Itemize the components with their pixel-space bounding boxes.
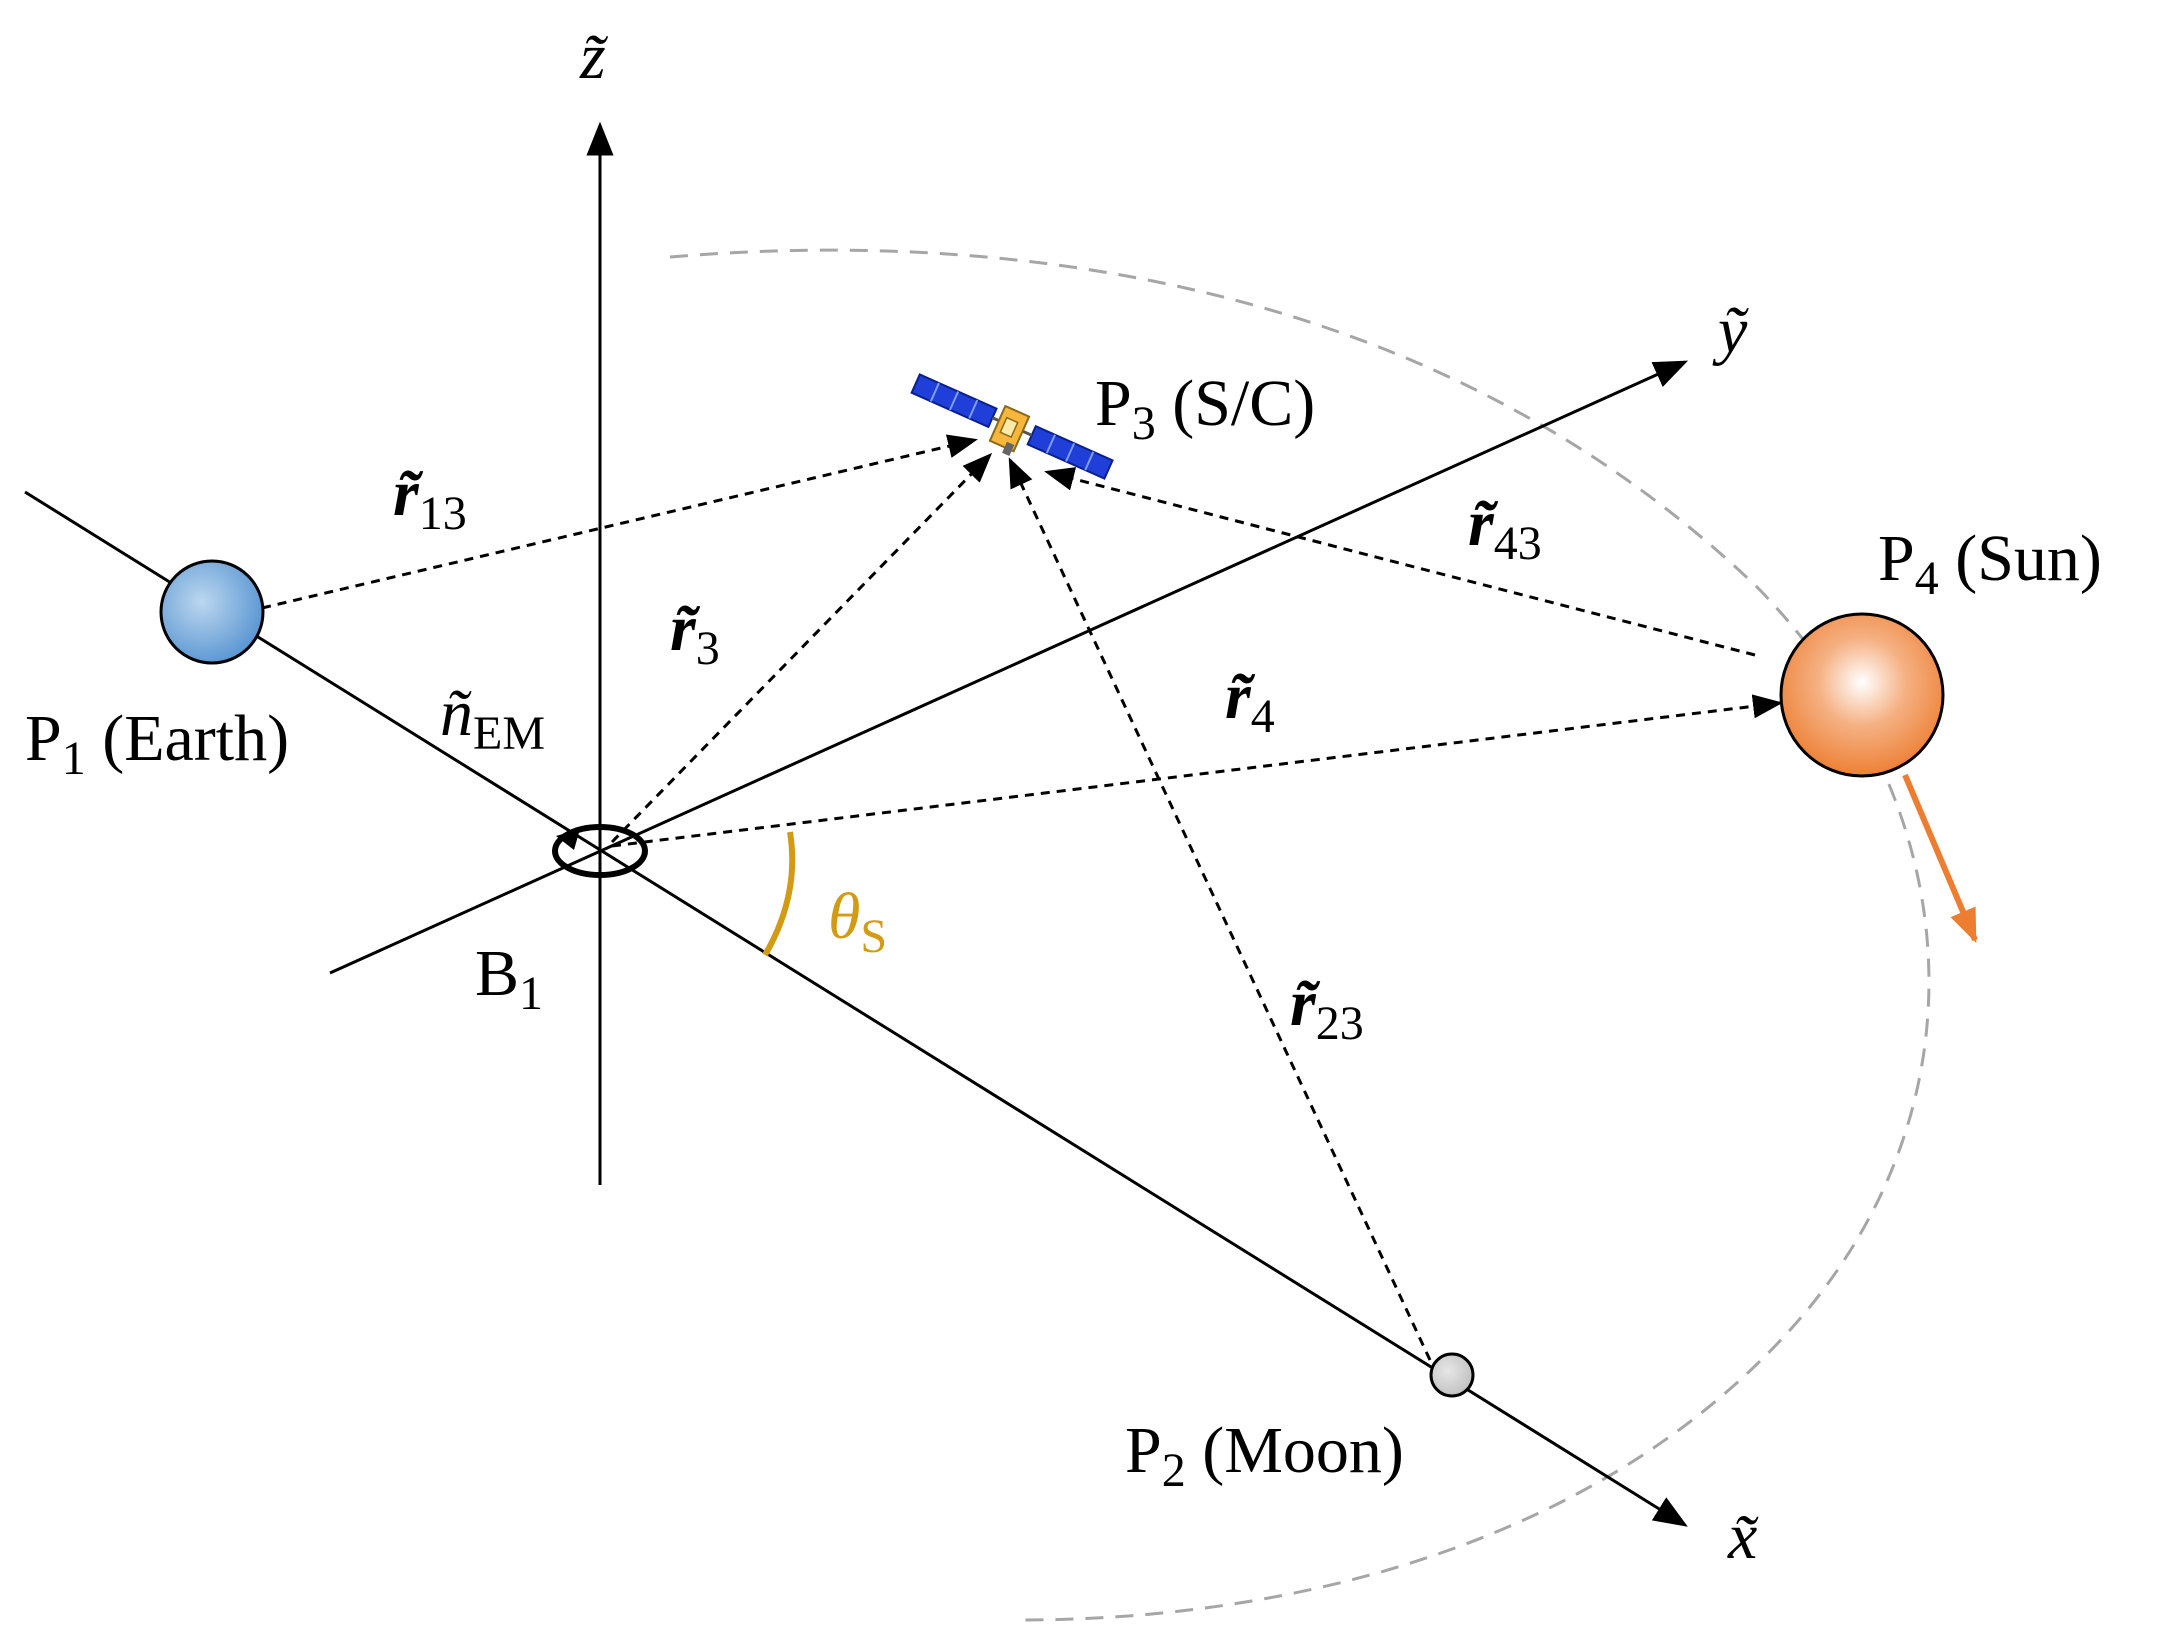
y-axis-label: ỹ (1712, 294, 1749, 367)
rotation-icon (552, 824, 648, 878)
vector-r13-label: r̃13 (393, 457, 467, 540)
y-axis (329, 360, 1689, 975)
barycenter-label: B1 (475, 937, 543, 1020)
earth-sphere (159, 559, 265, 665)
x-axis (24, 490, 1688, 1527)
vector-r23-label: r̃23 (1290, 967, 1364, 1050)
moon-label: P2 (Moon) (1125, 1414, 1404, 1497)
angle-theta-label: θS (828, 880, 887, 963)
x-axis-label: x̃ (1727, 1500, 1759, 1573)
vector-r3-label: r̃3 (670, 592, 720, 675)
sun-sphere (1779, 612, 1945, 778)
moon-sphere (1429, 1352, 1475, 1398)
spacecraft-label: P3 (S/C) (1095, 367, 1315, 450)
vector-r3-line (610, 452, 993, 844)
vector-r43-line (1044, 467, 1756, 657)
vector-r23-line (1008, 457, 1432, 1361)
angle-theta-arc (762, 831, 796, 957)
rotation-rate-label: ñEM (440, 677, 545, 760)
vector-r4-line (611, 694, 1783, 848)
sun-orbit-path (669, 248, 1931, 1622)
vector-r13-line (261, 434, 978, 610)
vector-r43-label: r̃43 (1468, 487, 1542, 570)
sun-velocity-arrow (1902, 773, 1978, 944)
vector-r4-label: r̃4 (1225, 660, 1275, 743)
spacecraft-icon (910, 373, 1114, 480)
earth-label: P1 (Earth) (25, 702, 289, 785)
sun-label: P4 (Sun) (1878, 522, 2102, 605)
z-axis-label: z̃ (579, 20, 609, 93)
